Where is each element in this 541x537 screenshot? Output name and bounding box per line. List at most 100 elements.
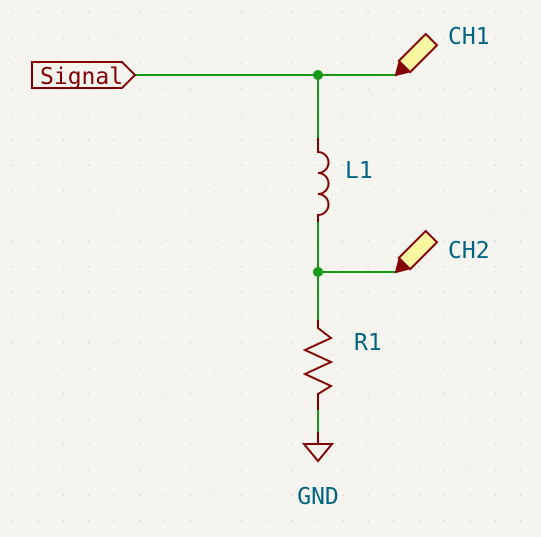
grid-dot bbox=[113, 189, 116, 192]
grid-dot bbox=[494, 113, 497, 116]
grid-dot bbox=[265, 291, 268, 293]
grid-dot bbox=[367, 37, 370, 39]
grid-dot bbox=[418, 189, 420, 192]
grid-dot bbox=[11, 164, 14, 166]
grid-dot bbox=[189, 291, 192, 293]
grid-dot bbox=[215, 189, 217, 192]
grid-dot bbox=[519, 215, 522, 217]
grid-dot bbox=[443, 418, 446, 420]
grid-dot bbox=[291, 392, 293, 395]
probe-ch1[interactable]: CH1 bbox=[390, 24, 490, 81]
grid-dot bbox=[392, 494, 395, 497]
grid-dot bbox=[342, 62, 344, 65]
grid-dot bbox=[291, 240, 293, 243]
grid-dot bbox=[494, 342, 497, 344]
grid-dot bbox=[37, 215, 39, 217]
grid-dot bbox=[519, 138, 522, 141]
resistor-symbol bbox=[302, 320, 334, 410]
grid-dot bbox=[215, 215, 217, 217]
inductor-l1[interactable]: L1 bbox=[317, 138, 373, 222]
grid-dot bbox=[240, 519, 243, 522]
grid-dot bbox=[342, 240, 344, 243]
grid-dot bbox=[138, 519, 141, 522]
grid-dot bbox=[215, 392, 217, 395]
junction-node2[interactable] bbox=[313, 267, 323, 277]
grid-dot bbox=[469, 494, 471, 497]
grid-dot bbox=[469, 240, 471, 243]
grid-dot bbox=[240, 291, 243, 293]
grid-dot bbox=[164, 11, 166, 14]
grid-dot bbox=[342, 367, 344, 370]
grid-dot bbox=[519, 62, 522, 65]
grid-dot bbox=[240, 11, 243, 14]
grid-dot bbox=[138, 367, 141, 370]
grid-dot bbox=[11, 215, 14, 217]
grid-dot bbox=[37, 62, 39, 65]
grid-dot bbox=[265, 215, 268, 217]
grid-dot bbox=[392, 164, 395, 166]
grid-dot bbox=[215, 519, 217, 522]
probe-ch2[interactable]: CH2 bbox=[390, 229, 490, 278]
grid-dot bbox=[138, 291, 141, 293]
grid-dot bbox=[240, 265, 243, 268]
grid-dot bbox=[418, 342, 420, 344]
grid-dot bbox=[519, 443, 522, 446]
grid-dot bbox=[113, 240, 116, 243]
grid-dot bbox=[367, 88, 370, 90]
inductor-symbol bbox=[317, 138, 330, 222]
grid-dot bbox=[138, 37, 141, 39]
grid-dot bbox=[367, 11, 370, 14]
grid-dot bbox=[316, 469, 319, 471]
grid-dot bbox=[469, 519, 471, 522]
grid-dot bbox=[189, 215, 192, 217]
grid-dot bbox=[88, 469, 90, 471]
resistor-r1[interactable]: R1 bbox=[302, 320, 382, 410]
grid-dot bbox=[11, 367, 14, 370]
grid-dot bbox=[469, 469, 471, 471]
grid-dot bbox=[469, 11, 471, 14]
grid-dot bbox=[265, 62, 268, 65]
grid-dot bbox=[37, 519, 39, 522]
grid-dot bbox=[138, 418, 141, 420]
grid-dot bbox=[164, 62, 166, 65]
grid-dot bbox=[11, 138, 14, 141]
ground-label: GND bbox=[297, 484, 339, 510]
grid-dot bbox=[342, 189, 344, 192]
grid-dot bbox=[443, 443, 446, 446]
grid-dot bbox=[418, 392, 420, 395]
grid-dot bbox=[215, 367, 217, 370]
grid-dot bbox=[392, 519, 395, 522]
grid-dot bbox=[469, 291, 471, 293]
grid-dot bbox=[265, 164, 268, 166]
ground-symbol[interactable]: GND bbox=[297, 432, 339, 510]
global-label-signal[interactable]: Signal bbox=[31, 61, 137, 90]
grid-dot bbox=[113, 37, 116, 39]
grid-dot bbox=[469, 418, 471, 420]
grid-dot bbox=[291, 519, 293, 522]
grid-dot bbox=[392, 138, 395, 141]
grid-dot bbox=[469, 164, 471, 166]
grid-dot bbox=[519, 367, 522, 370]
grid-dot bbox=[443, 519, 446, 522]
grid-dot bbox=[62, 367, 65, 370]
grid-dot bbox=[37, 138, 39, 141]
grid-dot bbox=[494, 37, 497, 39]
grid-dot bbox=[138, 189, 141, 192]
grid-dot bbox=[215, 291, 217, 293]
grid-dot bbox=[265, 88, 268, 90]
grid-dot bbox=[88, 342, 90, 344]
grid-dot bbox=[367, 367, 370, 370]
grid-dot bbox=[164, 37, 166, 39]
grid-dot bbox=[342, 469, 344, 471]
grid-dot bbox=[342, 418, 344, 420]
grid-dot bbox=[11, 418, 14, 420]
grid-dot bbox=[342, 342, 344, 344]
junction-node1[interactable] bbox=[313, 70, 323, 80]
grid-dot bbox=[519, 11, 522, 14]
grid-dot bbox=[11, 62, 14, 65]
grid-dot bbox=[88, 113, 90, 116]
grid-dot bbox=[494, 291, 497, 293]
grid-dot bbox=[215, 164, 217, 166]
grid-dot bbox=[37, 494, 39, 497]
